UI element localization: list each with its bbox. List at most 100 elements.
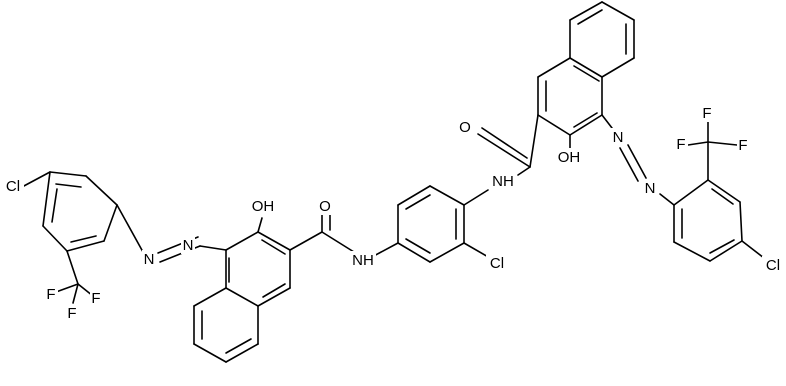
atom-oh: OH [250, 197, 276, 215]
bond [225, 231, 259, 251]
bond [405, 238, 431, 254]
bond [741, 240, 765, 259]
atom-cl-left: Cl [2, 176, 24, 196]
atom-labels: Cl F F F N N OH O [2, 104, 784, 322]
bond [709, 239, 735, 254]
atom-f: F [66, 304, 79, 322]
bond [429, 242, 465, 263]
atom-oh: OH [556, 148, 582, 166]
bond [739, 201, 743, 242]
bond [569, 1, 603, 21]
bond [225, 343, 259, 363]
atom-n-azo: N [142, 250, 156, 268]
bond [537, 57, 571, 78]
bond [397, 242, 431, 263]
svg-text:N: N [645, 180, 656, 197]
bond [257, 217, 263, 233]
bond [397, 185, 431, 206]
atom-cl-central: Cl [486, 254, 508, 272]
bond [21, 171, 51, 188]
svg-text:OH: OH [252, 198, 275, 215]
bond [429, 185, 465, 206]
bond [573, 65, 600, 82]
atom-n-azo: N [643, 179, 657, 197]
bond [225, 287, 259, 307]
bond [619, 147, 639, 182]
bond [261, 239, 286, 255]
atom-n-azo: N [181, 236, 195, 254]
bond [70, 235, 97, 243]
bond [193, 287, 227, 307]
bond [569, 57, 603, 78]
bond [66, 240, 105, 252]
atom-nh-amide: NH [490, 172, 516, 190]
bond [405, 194, 431, 210]
bond [66, 250, 79, 285]
bond [577, 9, 603, 25]
bond [481, 127, 528, 159]
bond [601, 114, 613, 129]
bond [707, 141, 738, 146]
svg-text:N: N [144, 251, 155, 268]
bond [42, 171, 51, 227]
svg-text:Cl: Cl [490, 255, 504, 272]
bond [537, 114, 571, 136]
bond [463, 189, 489, 206]
bond [463, 242, 491, 259]
svg-text:F: F [702, 105, 711, 122]
atom-o-carbonyl: O [458, 118, 472, 136]
svg-text:F: F [676, 136, 685, 153]
svg-text:N: N [613, 129, 624, 146]
bond [529, 114, 539, 168]
bond [42, 225, 68, 252]
svg-text:OH: OH [558, 149, 581, 166]
atom-f: F [90, 289, 103, 307]
bond [49, 171, 87, 177]
bond [711, 188, 734, 205]
svg-text:Cl: Cl [766, 257, 780, 274]
bond [601, 1, 635, 21]
bond [193, 343, 227, 363]
bond [51, 188, 58, 223]
svg-text:NH: NH [492, 173, 514, 190]
bond [72, 283, 79, 304]
bond [257, 287, 291, 307]
bond [709, 240, 743, 262]
bond [659, 193, 675, 206]
svg-text:F: F [67, 305, 76, 322]
bond [569, 114, 603, 136]
bond [116, 204, 144, 253]
bond [517, 166, 531, 176]
bond [103, 204, 118, 242]
bond [673, 179, 709, 206]
atom-cl-right: Cl [762, 256, 784, 274]
bond [257, 231, 291, 251]
bond [262, 283, 286, 298]
atom-o-carbonyl: O [318, 197, 332, 215]
bond [321, 231, 355, 253]
bond [573, 112, 598, 128]
atom-f: F [45, 285, 58, 303]
svg-text:Cl: Cl [6, 178, 20, 195]
svg-text:N: N [183, 237, 194, 254]
atom-f: F [737, 136, 750, 154]
atom-n-azo: N [611, 128, 625, 146]
atom-f: F [675, 135, 688, 153]
svg-text:F: F [91, 290, 100, 307]
atom-f: F [701, 104, 714, 122]
bond [289, 231, 323, 251]
bond [199, 245, 227, 251]
bond [601, 57, 635, 78]
bond [707, 179, 741, 203]
svg-text:F: F [46, 286, 55, 303]
bond [55, 283, 79, 293]
svg-text:O: O [459, 119, 471, 136]
bond [85, 175, 118, 206]
atom-nh-amide: NH [350, 251, 376, 269]
svg-text:F: F [738, 137, 747, 154]
bond [627, 144, 647, 179]
bond [477, 133, 531, 168]
bond [673, 241, 711, 262]
bond [687, 141, 709, 146]
